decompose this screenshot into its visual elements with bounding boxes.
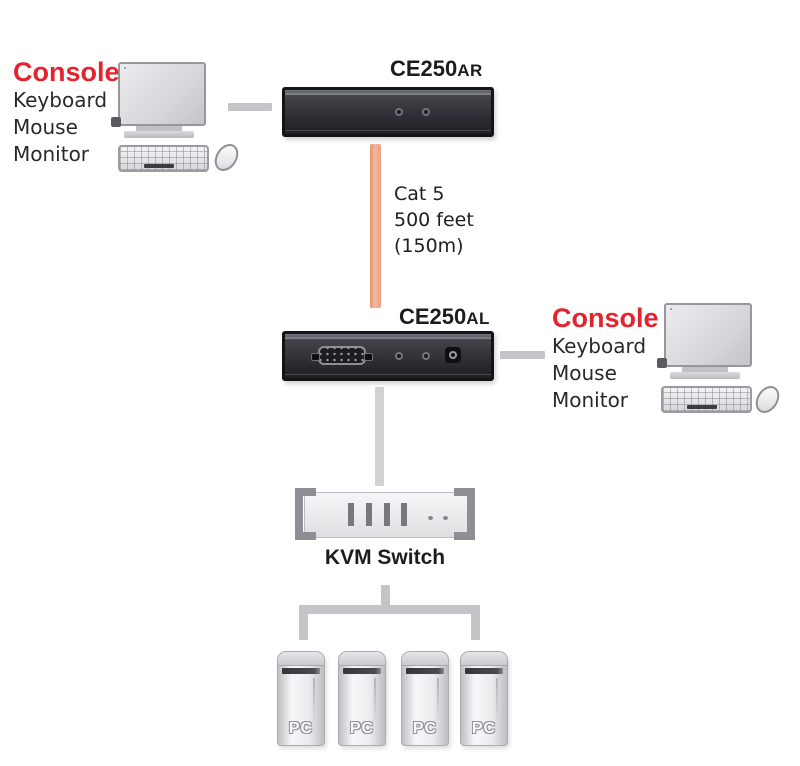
kvm-led-icon: [428, 516, 433, 520]
kvm-port-slot: [401, 503, 407, 526]
kvm-switch-label: KVM Switch: [324, 546, 446, 569]
ce250al-model-text: CE250: [399, 304, 467, 329]
ce250ar-led-icon: [422, 108, 430, 116]
monitor-stand: [682, 367, 728, 372]
pc-tower: PC: [401, 651, 449, 746]
pc-drive-bay: [465, 668, 503, 674]
pc-tower: PC: [460, 651, 508, 746]
cable-console-to-ce250ar: [228, 103, 272, 111]
ce250ar-model-text: CE250: [390, 56, 458, 81]
cable-kvm-branch-stub: [381, 585, 390, 607]
ce250al-device: [282, 331, 494, 381]
ce250ar-led-icon: [395, 108, 403, 116]
cable-kvm-branch-bar: [299, 605, 480, 614]
cat5-label-line3: (150m): [394, 235, 464, 257]
monitor-screen: [670, 308, 672, 310]
console-left-line-monitor: Monitor: [13, 142, 90, 166]
cat5-label-line2: 500 feet: [394, 209, 474, 231]
ce250al-led-icon: [395, 352, 403, 360]
ce250al-label: CE250AL: [399, 304, 490, 330]
ce250ar-suffix-text: AR: [457, 61, 483, 80]
pc-groove: [313, 678, 315, 720]
pc-label: PC: [471, 720, 497, 737]
vga-port-icon: [311, 346, 373, 365]
monitor-base: [124, 131, 194, 138]
cable-ce250al-to-console: [500, 351, 545, 359]
cable-branch-drop-left: [299, 605, 308, 640]
console-left-line-keyboard: Keyboard: [13, 88, 108, 112]
pc-groove: [374, 678, 376, 720]
keyboard-icon: [661, 386, 752, 413]
pc-label: PC: [412, 720, 438, 737]
kvm-port-slot: [384, 503, 390, 526]
keyboard-icon: [118, 145, 209, 172]
pc-drive-bay: [406, 668, 444, 674]
cable-ce250al-to-kvm: [375, 387, 384, 486]
monitor-frame: [664, 303, 752, 367]
console-right-title: Console: [552, 303, 659, 333]
monitor-base: [670, 372, 740, 379]
monitor-stand: [136, 126, 182, 131]
mouse-icon: [750, 381, 785, 418]
kvm-port-slot: [348, 503, 354, 526]
console-left-title: Console: [13, 57, 120, 87]
kvm-switch-device: [295, 488, 475, 540]
pc-label: PC: [349, 720, 375, 737]
monitor-power-button-icon: [657, 358, 667, 368]
monitor-power-button-icon: [111, 117, 121, 127]
monitor-frame: [118, 62, 206, 126]
cable-branch-drop-right: [471, 605, 480, 640]
console-left-text-block: Console Keyboard Mouse Monitor: [13, 57, 120, 168]
console-right-line-monitor: Monitor: [552, 388, 629, 412]
pc-drive-bay: [282, 668, 320, 674]
console-left-line-mouse: Mouse: [13, 115, 78, 139]
mouse-icon: [209, 139, 244, 176]
pc-drive-bay: [343, 668, 381, 674]
monitor-screen: [124, 67, 126, 69]
pc-tower: PC: [338, 651, 386, 746]
cat5-label-line1: Cat 5: [394, 183, 445, 205]
kvm-led-icon: [443, 516, 448, 520]
power-port-icon: [445, 347, 461, 363]
console-right-line-mouse: Mouse: [552, 361, 617, 385]
kvm-bracket-left: [295, 488, 316, 540]
pc-groove: [496, 678, 498, 720]
ce250al-suffix-text: AL: [466, 309, 490, 328]
kvm-port-slot: [366, 503, 372, 526]
pc-label: PC: [288, 720, 314, 737]
cat5-label: Cat 5 500 feet (150m): [394, 181, 474, 259]
pc-groove: [437, 678, 439, 720]
ce250ar-label: CE250AR: [390, 56, 483, 82]
ce250ar-device: [282, 87, 494, 137]
kvm-bracket-right: [454, 488, 475, 540]
ce250al-led-icon: [422, 352, 430, 360]
console-right-line-keyboard: Keyboard: [552, 334, 647, 358]
cat5-cable: [370, 144, 381, 308]
pc-tower: PC: [277, 651, 325, 746]
console-right-text-block: Console Keyboard Mouse Monitor: [552, 303, 659, 414]
